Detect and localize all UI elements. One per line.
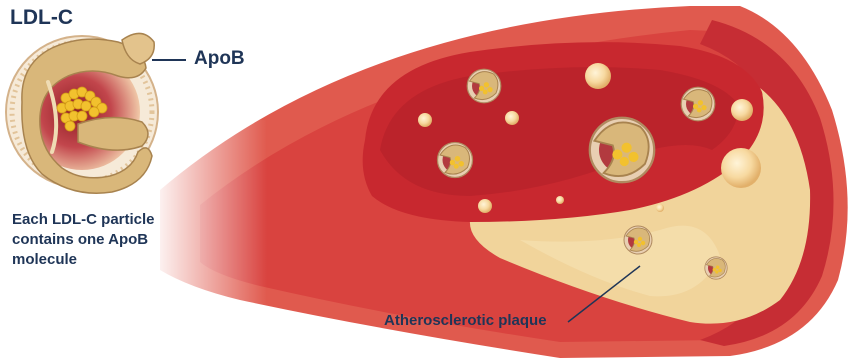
description-line: Each LDL-C particle [12,210,155,230]
lipid-droplet [478,199,492,213]
ldl-c-title: LDL-C [10,6,73,30]
ldl-particle-icon [681,87,715,121]
ldl-particle-icon [590,118,654,182]
lipid-droplet [505,111,519,125]
apob-label: ApoB [194,48,245,70]
plaque-label: Atherosclerotic plaque [384,312,547,329]
description-line: molecule [12,250,155,270]
ldl-particle-icon [624,226,652,254]
artery-fade [150,120,410,358]
ldl-particle-icon [705,257,727,279]
lipid-droplet [656,204,664,212]
ldl-c-description: Each LDL-C particle contains one ApoB mo… [12,210,155,270]
lipid-droplet [418,113,432,127]
lipid-droplet [721,148,761,188]
ldl-particle-icon [467,69,501,103]
description-line: contains one ApoB [12,230,155,250]
lipid-droplet [585,63,611,89]
ldl-particle-icon [6,33,158,193]
lipid-droplet [556,196,564,204]
lipid-droplet [731,99,753,121]
ldl-particle-icon [438,143,473,178]
